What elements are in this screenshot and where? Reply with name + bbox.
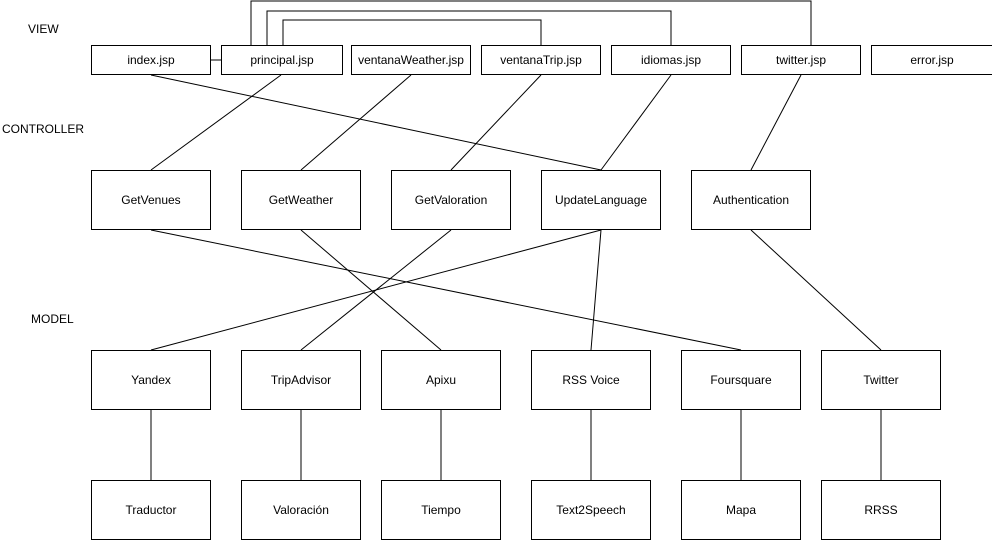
- node-box-tiempo: [381, 480, 501, 540]
- layer-label-controller: CONTROLLER: [2, 122, 84, 136]
- node-tripAdvisor: TripAdvisor: [241, 350, 361, 410]
- node-box-mapa: [681, 480, 801, 540]
- node-valoracion: Valoración: [241, 480, 361, 540]
- layer-label-model: MODEL: [31, 312, 74, 326]
- edge-updateLanguage-to-rssVoice: [590, 229, 602, 351]
- edge-principal-to-twitter: [250, 0, 812, 45]
- node-box-ventanaTrip: [481, 45, 601, 75]
- edge-idiomas-to-updateLanguage: [600, 74, 672, 171]
- node-box-index: [91, 45, 211, 75]
- node-label-yandex: Yandex: [131, 373, 171, 387]
- node-label-principal: principal.jsp: [250, 53, 314, 67]
- edge-twitter-to-authentication: [750, 74, 802, 171]
- edge-principal-to-idiomas: [266, 10, 672, 45]
- node-box-foursquare: [681, 350, 801, 410]
- node-label-getWeather: GetWeather: [269, 193, 333, 207]
- node-index: index.jsp: [91, 45, 211, 75]
- node-box-valoracion: [241, 480, 361, 540]
- node-box-tripAdvisor: [241, 350, 361, 410]
- node-label-tripAdvisor: TripAdvisor: [271, 373, 331, 387]
- edge-principal-to-getVenues: [150, 74, 282, 171]
- node-apixu: Apixu: [381, 350, 501, 410]
- node-label-mapa: Mapa: [726, 503, 756, 517]
- node-box-updateLanguage: [541, 170, 661, 230]
- node-label-text2speech: Text2Speech: [556, 503, 625, 517]
- node-label-rrss: RRSS: [864, 503, 897, 517]
- node-getWeather: GetWeather: [241, 170, 361, 230]
- node-label-twitterModel: Twitter: [863, 373, 898, 387]
- node-principal: principal.jsp: [221, 45, 343, 75]
- node-rssVoice: RSS Voice: [531, 350, 651, 410]
- node-label-twitter: twitter.jsp: [776, 53, 826, 67]
- node-box-getWeather: [241, 170, 361, 230]
- edge-principal-to-ventanaTrip: [282, 19, 542, 45]
- node-text2speech: Text2Speech: [531, 480, 651, 540]
- node-tiempo: Tiempo: [381, 480, 501, 540]
- node-idiomas: idiomas.jsp: [611, 45, 731, 75]
- node-traductor: Traductor: [91, 480, 211, 540]
- node-box-getVenues: [91, 170, 211, 230]
- edge-ventanaTrip-to-getValoration: [450, 74, 542, 171]
- edges: [150, 0, 882, 480]
- node-twitter: twitter.jsp: [741, 45, 861, 75]
- node-label-error: error.jsp: [910, 53, 954, 67]
- edge-getVenues-to-foursquare: [150, 229, 742, 351]
- node-box-twitterModel: [821, 350, 941, 410]
- node-label-apixu: Apixu: [426, 373, 456, 387]
- node-label-ventanaWeather: ventanaWeather.jsp: [358, 53, 464, 67]
- node-box-text2speech: [531, 480, 651, 540]
- node-box-rssVoice: [531, 350, 651, 410]
- node-yandex: Yandex: [91, 350, 211, 410]
- node-box-idiomas: [611, 45, 731, 75]
- node-label-idiomas: idiomas.jsp: [641, 53, 701, 67]
- node-box-error: [871, 45, 992, 75]
- node-box-apixu: [381, 350, 501, 410]
- node-box-principal: [221, 45, 343, 75]
- edge-index-to-updateLanguage: [150, 74, 602, 171]
- node-label-index: index.jsp: [127, 53, 175, 67]
- node-box-twitter: [741, 45, 861, 75]
- node-label-traductor: Traductor: [126, 503, 177, 517]
- node-label-getValoration: GetValoration: [415, 193, 488, 207]
- node-ventanaTrip: ventanaTrip.jsp: [481, 45, 601, 75]
- node-box-traductor: [91, 480, 211, 540]
- node-error: error.jsp: [871, 45, 992, 75]
- node-updateLanguage: UpdateLanguage: [541, 170, 661, 230]
- node-twitterModel: Twitter: [821, 350, 941, 410]
- node-label-rssVoice: RSS Voice: [562, 373, 620, 387]
- node-foursquare: Foursquare: [681, 350, 801, 410]
- node-box-rrss: [821, 480, 941, 540]
- node-box-yandex: [91, 350, 211, 410]
- node-mapa: Mapa: [681, 480, 801, 540]
- layer-label-view: VIEW: [28, 22, 59, 36]
- node-box-ventanaWeather: [351, 45, 471, 75]
- node-label-authentication: Authentication: [713, 193, 789, 207]
- node-getValoration: GetValoration: [391, 170, 511, 230]
- node-label-tiempo: Tiempo: [421, 503, 461, 517]
- node-label-valoracion: Valoración: [273, 503, 329, 517]
- node-box-getValoration: [391, 170, 511, 230]
- node-box-authentication: [691, 170, 811, 230]
- nodes: index.jsp principal.jsp ventanaWeather.jsp…: [91, 45, 992, 540]
- edge-getWeather-to-apixu: [300, 229, 442, 351]
- edge-authentication-to-twitterModel: [750, 229, 882, 351]
- node-ventanaWeather: ventanaWeather.jsp: [351, 45, 471, 75]
- node-getVenues: GetVenues: [91, 170, 211, 230]
- node-rrss: RRSS: [821, 480, 941, 540]
- edge-ventanaWeather-to-getWeather: [300, 74, 412, 171]
- node-label-foursquare: Foursquare: [710, 373, 772, 387]
- node-label-ventanaTrip: ventanaTrip.jsp: [500, 53, 582, 67]
- node-label-getVenues: GetVenues: [121, 193, 180, 207]
- node-label-updateLanguage: UpdateLanguage: [555, 193, 647, 207]
- edge-updateLanguage-to-yandex: [150, 229, 602, 351]
- node-authentication: Authentication: [691, 170, 811, 230]
